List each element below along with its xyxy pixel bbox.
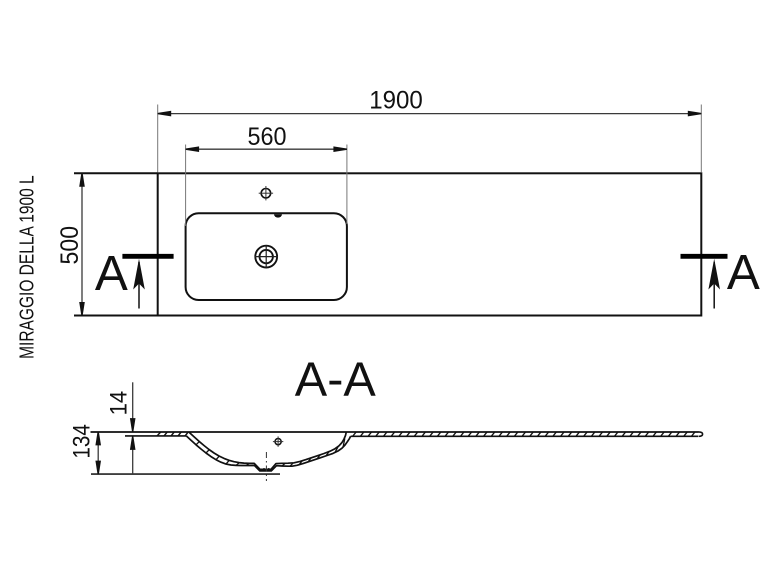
svg-text:MIRAGGIO DELLA 1900 L: MIRAGGIO DELLA 1900 L — [16, 175, 38, 359]
svg-text:560: 560 — [248, 123, 287, 151]
svg-text:1900: 1900 — [369, 86, 423, 114]
svg-text:A-A: A-A — [295, 353, 377, 407]
svg-text:500: 500 — [56, 226, 84, 265]
svg-text:134: 134 — [68, 424, 95, 459]
svg-text:A: A — [727, 245, 760, 300]
svg-text:14: 14 — [105, 391, 132, 416]
svg-text:A: A — [95, 246, 128, 301]
